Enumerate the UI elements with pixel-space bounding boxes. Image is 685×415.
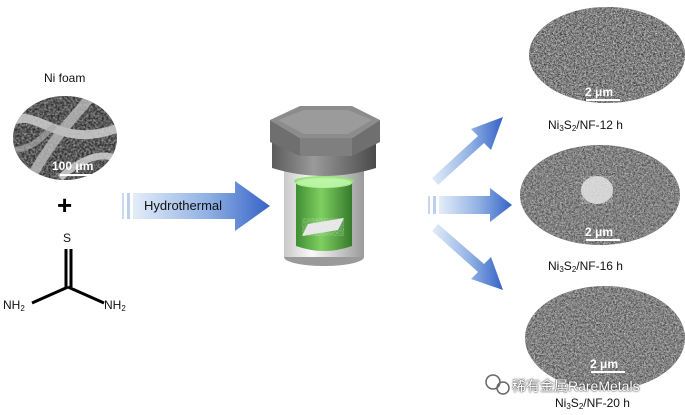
plus-sign: + [57,190,73,220]
scale-bar-16h [586,239,620,241]
scale-label-20h: 2 μm [590,357,619,371]
autoclave-lid [270,106,380,176]
ni-foam-sem-image [13,96,117,180]
ni-foam-label: Ni foam [44,71,86,85]
sulfur-atom-label: S [63,231,72,245]
product-label-20h: Ni3S2/NF-20 h [555,396,630,411]
watermark-icon [485,374,510,395]
arrow-to-12h [432,117,503,185]
hydrothermal-arrow [122,181,270,231]
watermark-text: 稀有金属RareMetals [512,378,640,394]
scale-label-12h: 2 μm [585,85,614,99]
scale-bar-20h [591,371,625,373]
sem-image-12h [529,7,685,103]
product-label-12h: Ni3S2/NF-12 h [548,118,623,133]
ni-foam-scale-bar [60,174,100,176]
ni-foam-scale-label: 100 μm [52,159,94,173]
sem-image-16h [520,145,680,245]
branch-arrows [428,117,512,290]
nickel-foam-substrate [302,218,344,236]
arrow-to-20h [432,224,503,290]
amine-left-label: NH2 [3,298,25,313]
hydrothermal-label: Hydrothermal [144,198,223,213]
product-label-16h: Ni3S2/NF-16 h [548,259,623,274]
amine-right-label: NH2 [104,298,126,313]
scale-label-16h: 2 μm [585,225,614,239]
scale-bar-12h [586,99,620,101]
arrow-to-16h [428,188,512,222]
thiourea-molecule [31,249,105,305]
